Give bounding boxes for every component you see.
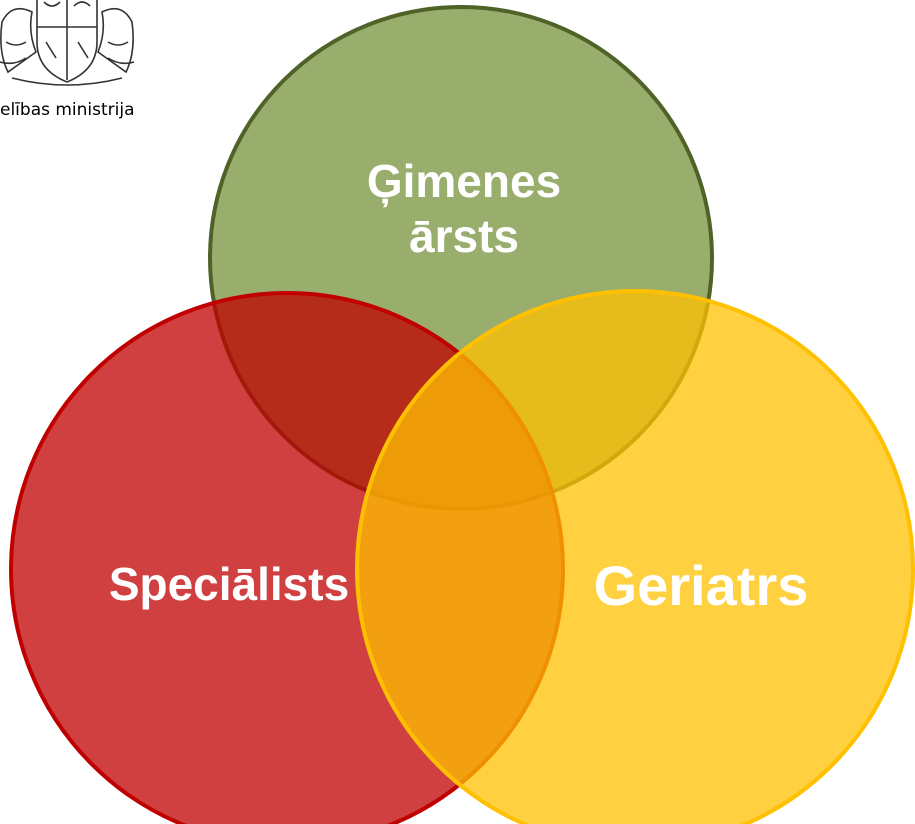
ministry-label: elības ministrija (0, 100, 135, 120)
label-gimenes-line1: Ģimenes (367, 155, 561, 207)
label-gimenes-line2: ārsts (409, 210, 519, 262)
label-geriatrs: Geriatrs (594, 554, 809, 617)
label-specialists: Speciālists (109, 558, 349, 610)
coat-of-arms-logo (0, 0, 135, 86)
circle-geriatrs (355, 289, 915, 824)
